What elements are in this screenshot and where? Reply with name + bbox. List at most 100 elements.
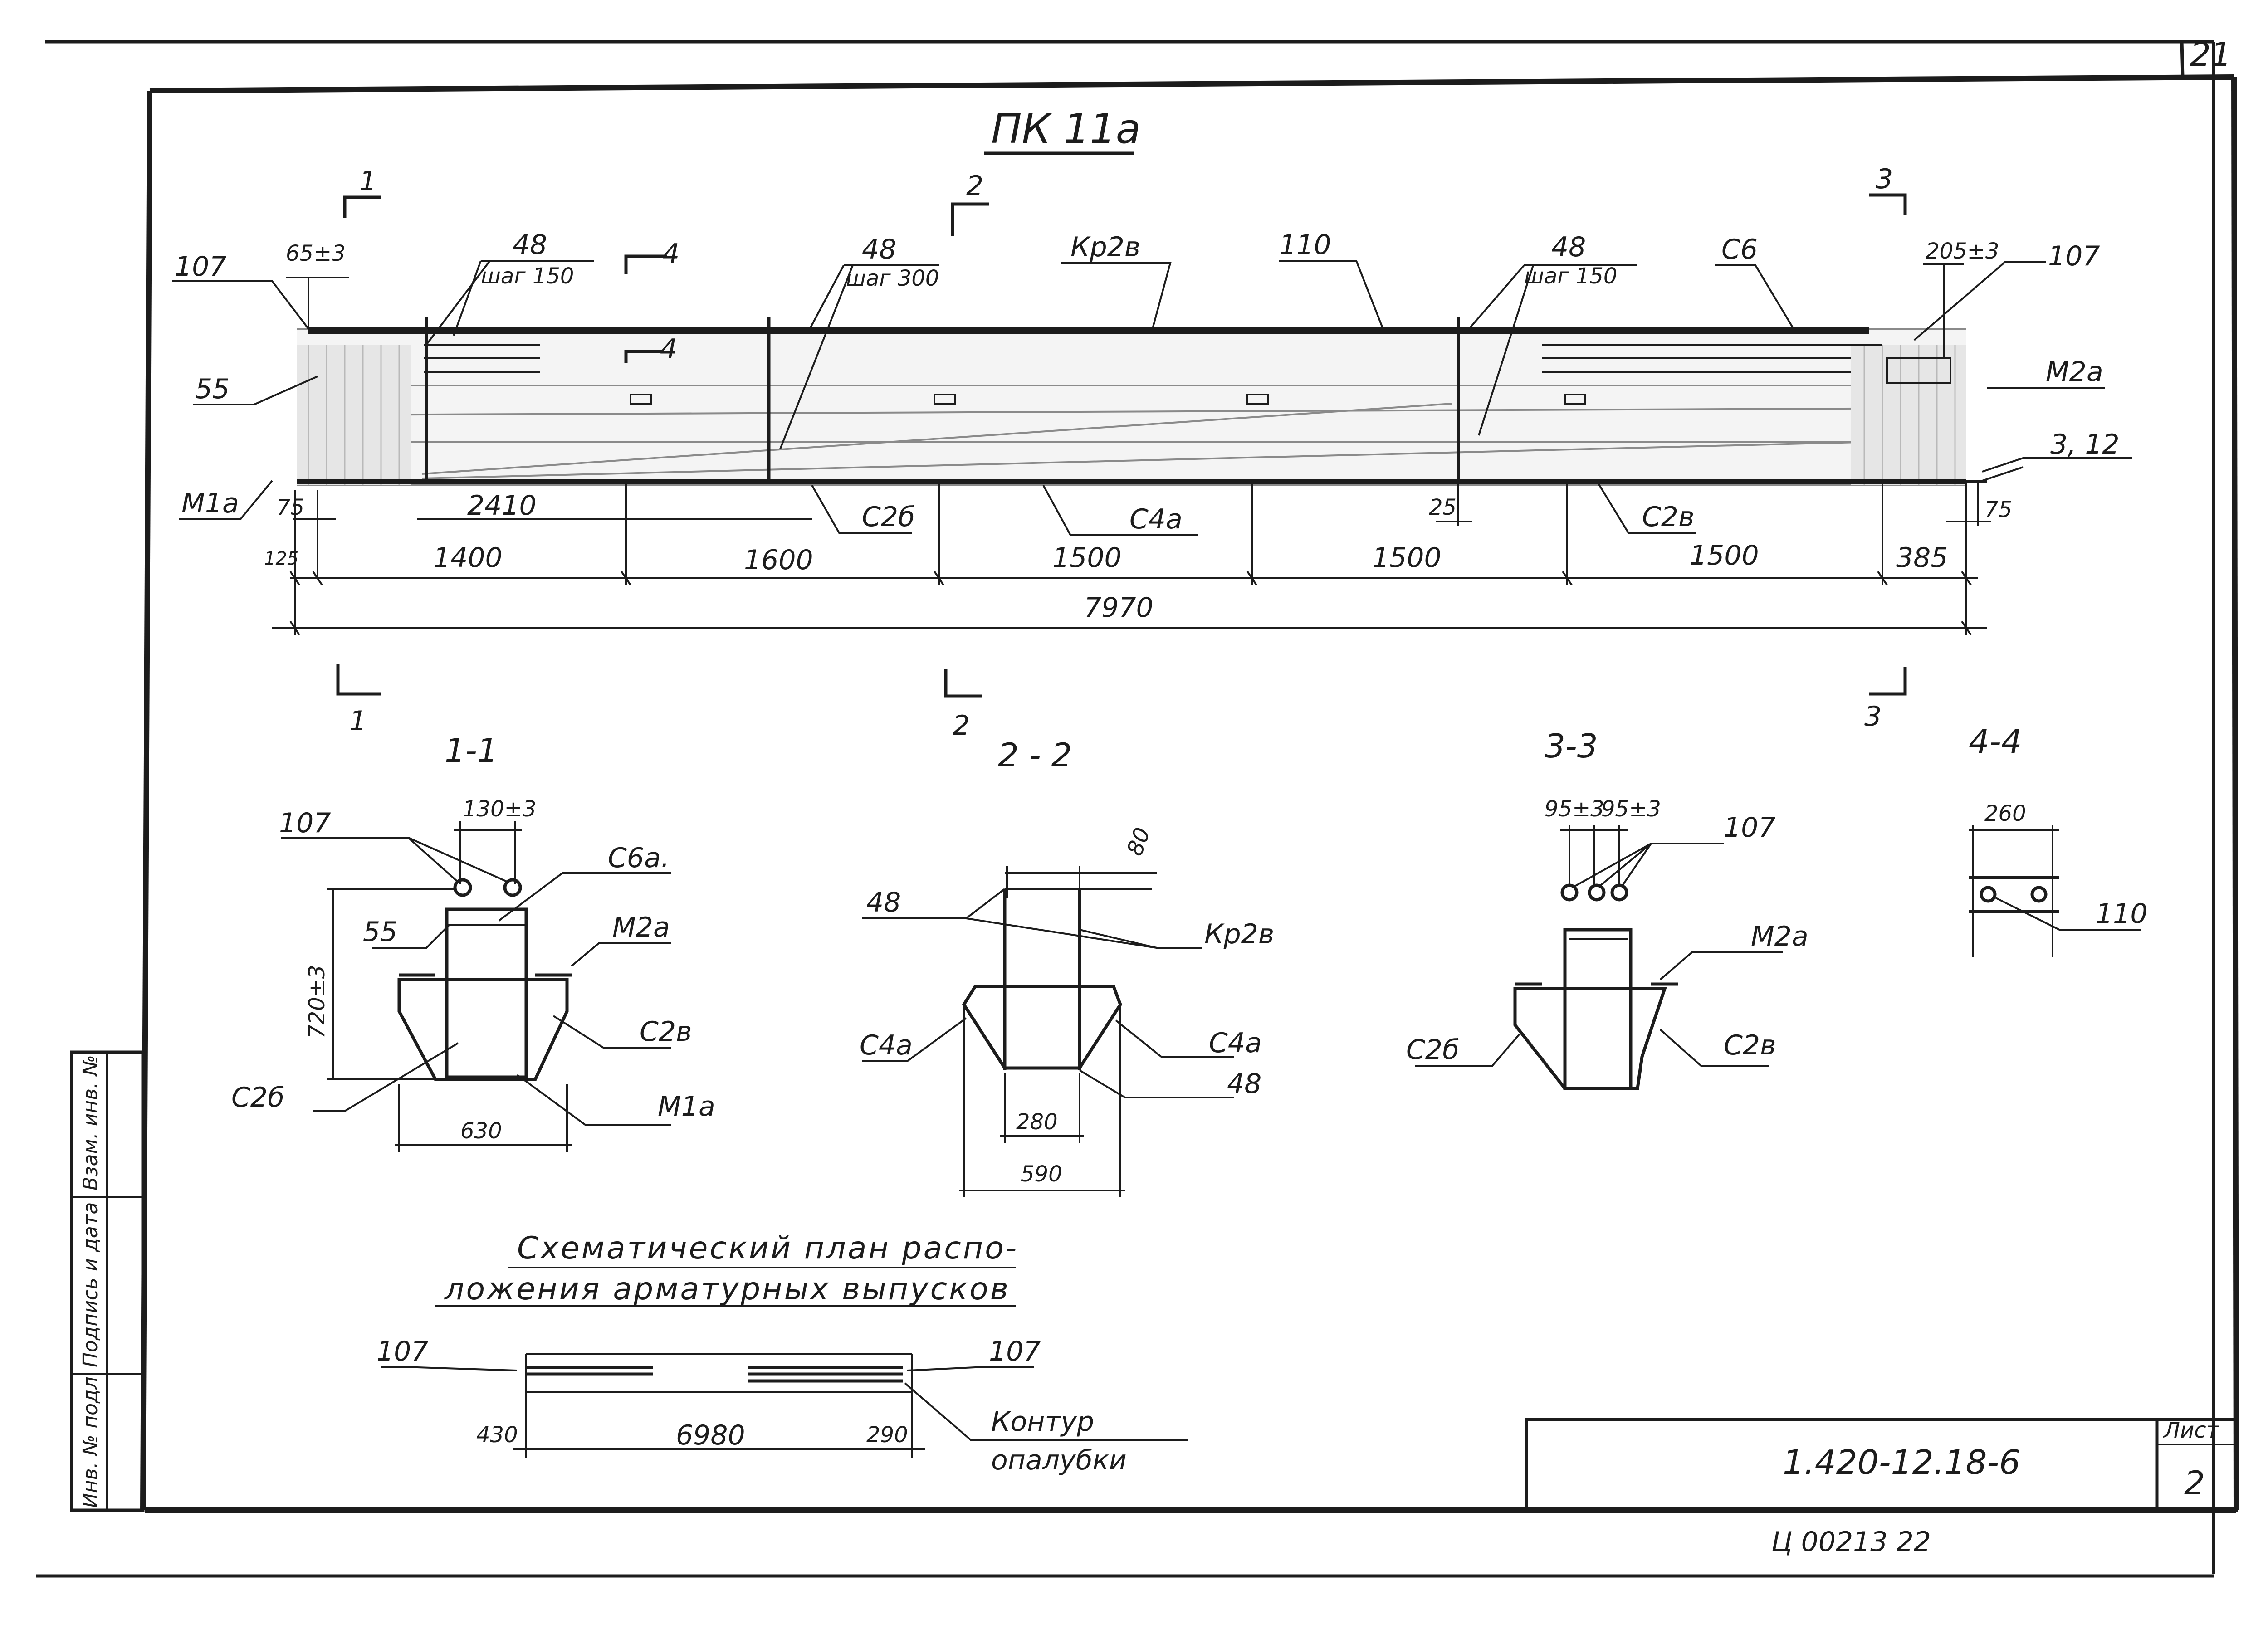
plan-bar-right: 107 (989, 1336, 1041, 1367)
side-stamp-inv-orig: Инв. № подл. (79, 1370, 102, 1508)
section-3-3-title: 3-3 (1545, 727, 1598, 765)
s11-spacing: 130±3 (463, 796, 536, 822)
title-block-sheet-label: Лист (2163, 1418, 2220, 1443)
dim-125: 125 (264, 548, 298, 569)
plan-contour-line1: Контур (991, 1406, 1094, 1438)
s11-width: 630 (460, 1118, 502, 1144)
elevation-leaders (172, 260, 2132, 536)
callout-step-150-b: шаг 150 (1524, 263, 1617, 289)
callout-step-150-a: шаг 150 (481, 263, 574, 289)
section-mark-4-upper: 4 (662, 238, 679, 270)
s22-width-outer: 590 (1021, 1161, 1062, 1187)
callout-stirrup-48-b: 48 (862, 234, 896, 265)
title-block (1525, 1418, 2238, 1512)
s22-stirrup-48-bottom: 48 (1227, 1068, 1261, 1100)
section-mark-3-top: 3 (1876, 163, 1893, 195)
section-mark-2-bottom: 2 (953, 710, 970, 741)
s11-bar-107: 107 (279, 807, 331, 839)
section-1-1-drawing (281, 821, 671, 1152)
s22-stirrup-48-top: 48 (866, 887, 901, 918)
callout-cage-kr2v: Кр2в (1070, 231, 1140, 263)
plan-dim-290: 290 (866, 1422, 908, 1448)
section-1-1-title: 1-1 (445, 732, 498, 770)
dim-25: 25 (1429, 495, 1457, 520)
plan-dim-430: 430 (476, 1422, 518, 1448)
callout-107-right: 107 (2048, 240, 2100, 272)
dim-75-left: 75 (277, 495, 304, 520)
plan-title-line2: ложения арматурных выпусков (444, 1271, 1010, 1307)
s11-embed-m1a: М1а (658, 1091, 715, 1122)
section-3-3-drawing (1415, 825, 1783, 1090)
section-2-2-drawing (862, 866, 1234, 1197)
callout-spacing-205: 205±3 (1926, 239, 1999, 264)
callout-cage-c2v-elev: С2в (1642, 501, 1694, 533)
section-2-2-title: 2 - 2 (998, 736, 1072, 774)
dim-1500-c: 1500 (1690, 540, 1759, 571)
s11-embed-m2a: М2а (612, 912, 670, 943)
s22-width-inner: 280 (1016, 1109, 1058, 1135)
plan-dim-6980: 6980 (676, 1419, 745, 1451)
callout-stirrup-48-a: 48 (513, 229, 547, 261)
s33-cage-c2v: С2в (1724, 1029, 1776, 1061)
callout-107-left: 107 (175, 251, 227, 283)
beam-elevation (297, 317, 1987, 486)
s22-cage-c4a-left: С4а (860, 1029, 913, 1061)
s44-width: 260 (1984, 801, 2026, 826)
s11-cage-c2b: С2б (231, 1082, 284, 1113)
plan-contour-line2: опалубки (991, 1444, 1127, 1476)
section-4-4-drawing (1969, 825, 2141, 957)
title-block-designation: 1.420-12.18-6 (1783, 1443, 2020, 1482)
s33-cage-c2b: С2б (1406, 1034, 1459, 1066)
callout-bars-3-12: 3, 12 (2050, 429, 2120, 460)
side-stamp-inv-dup: Взам. инв. № (79, 1055, 102, 1190)
dim-1500-a: 1500 (1052, 542, 1122, 574)
s22-cage-c4a-right: С4а (1209, 1027, 1262, 1059)
beam-title: ПК 11а (991, 105, 1141, 153)
s11-cage-s6a: С6а. (608, 842, 670, 874)
dim-total-7970: 7970 (1084, 592, 1154, 624)
callout-item-55: 55 (195, 373, 230, 405)
plan-bar-left: 107 (376, 1336, 429, 1367)
callout-embed-m1a: М1а (181, 488, 239, 519)
title-block-sheet-number: 2 (2184, 1464, 2205, 1502)
section-mark-4-lower: 4 (660, 333, 677, 365)
section-mark-1-bottom: 1 (349, 705, 367, 737)
dim-75-right: 75 (1984, 497, 2012, 522)
section-cut-marks (336, 193, 1907, 698)
dim-1400: 1400 (433, 542, 503, 574)
s11-height: 720±3 (304, 965, 330, 1039)
dim-1600: 1600 (744, 544, 813, 576)
plan-drawing (381, 1353, 1188, 1458)
s33-spacing-b: 95±3 (1601, 796, 1661, 822)
footer-code: Ц 00213 22 (1771, 1526, 1931, 1558)
plan-title-line1: Схематический план распо- (517, 1230, 1018, 1266)
section-mark-2-top: 2 (966, 170, 983, 202)
callout-spacing-65: 65±3 (286, 241, 346, 266)
sheet-corner-number: 21 (2190, 35, 2232, 73)
callout-embed-m2a: М2а (2046, 356, 2103, 388)
dim-385: 385 (1896, 542, 1948, 574)
section-mark-1-top: 1 (359, 166, 376, 197)
callout-cage-c2b-elev: С2б (862, 501, 915, 533)
callout-step-300: шаг 300 (846, 266, 939, 291)
side-stamp (70, 1050, 145, 1512)
s11-item-55: 55 (363, 916, 397, 948)
s33-spacing-a: 95±3 (1545, 796, 1604, 822)
s33-embed-m2a: М2а (1751, 921, 1809, 952)
callout-bar-110: 110 (1279, 229, 1331, 261)
callout-stirrup-48-c: 48 (1551, 231, 1586, 263)
elevation-dimension-lines (272, 481, 1991, 636)
dim-1500-b: 1500 (1372, 542, 1442, 574)
callout-cage-s6: С6 (1721, 234, 1758, 265)
s22-cage-kr2v: Кр2в (1204, 918, 1274, 950)
s44-bar-110: 110 (2096, 898, 2148, 930)
dim-2410: 2410 (467, 490, 537, 522)
section-mark-3-bottom: 3 (1864, 701, 1882, 732)
section-4-4-title: 4-4 (1969, 722, 2022, 761)
callout-cage-c4a-elev: С4а (1129, 503, 1183, 535)
s33-bar-107: 107 (1724, 812, 1776, 844)
side-stamp-sign-date: Подпись и дата (79, 1202, 102, 1367)
s11-cage-c2v: С2в (640, 1016, 692, 1048)
